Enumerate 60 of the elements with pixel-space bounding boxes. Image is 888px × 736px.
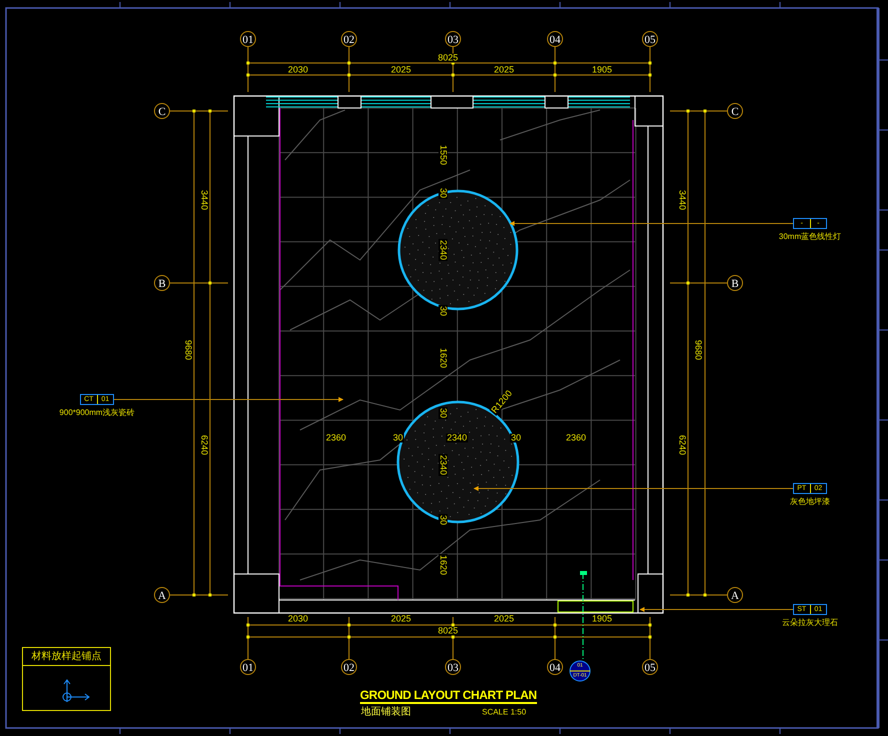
dimension-text: 2025 xyxy=(492,614,516,624)
grid-bubble: 02 xyxy=(341,659,357,675)
grid-bubble: 01 xyxy=(240,31,256,47)
material-name: 灰色地坪漆 xyxy=(790,497,830,506)
dimension-text: 2360 xyxy=(564,434,588,442)
dimension-text: 2340 xyxy=(438,238,448,262)
floor-plan-drawing xyxy=(233,95,664,660)
dimension-text: 3440 xyxy=(678,188,686,212)
dimension-text: 8025 xyxy=(436,626,460,636)
dimension-text: 30 xyxy=(438,514,448,526)
grid-bubble: A xyxy=(154,587,170,603)
grid-bubble: 01 xyxy=(240,659,256,675)
grid-bubble: 03 xyxy=(445,31,461,47)
grid-bubble: A xyxy=(727,587,743,603)
dimension-text: 30 xyxy=(510,434,522,442)
material-name: 云朵拉灰大理石 xyxy=(782,618,838,627)
grid-bubble: 05 xyxy=(642,659,658,675)
legend-title: 材料放样起铺点 xyxy=(23,648,110,666)
drawing-title: GROUND LAYOUT CHART PLAN xyxy=(360,689,537,704)
grid-bubble: B xyxy=(154,275,170,291)
dimension-text: 1550 xyxy=(438,144,448,166)
leader-line xyxy=(114,397,344,402)
dimension-text: 1620 xyxy=(438,346,448,370)
dimension-text: 2340 xyxy=(446,434,468,442)
grid-bubble: C xyxy=(154,103,170,119)
dimension-text: 3440 xyxy=(200,188,208,212)
dimension-text: 2030 xyxy=(286,614,310,624)
dimension-text: 30 xyxy=(438,407,448,419)
leader-line xyxy=(474,486,794,491)
dimension-text: 30 xyxy=(392,434,404,442)
grid-bubble: B xyxy=(727,275,743,291)
grid-bubble: C xyxy=(727,103,743,119)
dimension-text: 2025 xyxy=(390,66,412,74)
dimension-text: 9680 xyxy=(184,338,192,362)
dimension-text: 30 xyxy=(438,187,448,199)
grid-bubble: 04 xyxy=(547,659,563,675)
dimension-text: 6240 xyxy=(678,434,686,456)
dimension-text: 2030 xyxy=(286,66,310,74)
dimension-text: 1905 xyxy=(590,614,614,624)
grid-bubble: 05 xyxy=(642,31,658,47)
dimension-text: 2340 xyxy=(438,454,448,476)
leader-line xyxy=(510,221,794,226)
legend-box xyxy=(22,647,111,711)
material-name: 30mm蓝色线性灯 xyxy=(778,232,842,241)
dimension-text: 2025 xyxy=(492,66,516,74)
material-name: 900*900mm浅灰瓷砖 xyxy=(59,408,135,417)
dimension-text: 8025 xyxy=(436,54,460,62)
grid-bubble: 04 xyxy=(547,31,563,47)
grid-bubble: 02 xyxy=(341,31,357,47)
dimension-text: 30 xyxy=(438,305,448,317)
grid-bubble: 03 xyxy=(445,659,461,675)
dimension-text: 1620 xyxy=(438,554,448,576)
dimension-text: 2360 xyxy=(324,434,348,442)
dimension-text: 1905 xyxy=(590,66,614,74)
drawing-subtitle: 地面铺装图 xyxy=(361,706,411,718)
leader-line xyxy=(640,607,794,612)
dimension-text: 9680 xyxy=(694,338,702,362)
dimension-text: 2025 xyxy=(390,614,412,624)
scale-text: SCALE 1:50 xyxy=(482,708,526,716)
dimension-text: 6240 xyxy=(200,434,208,456)
